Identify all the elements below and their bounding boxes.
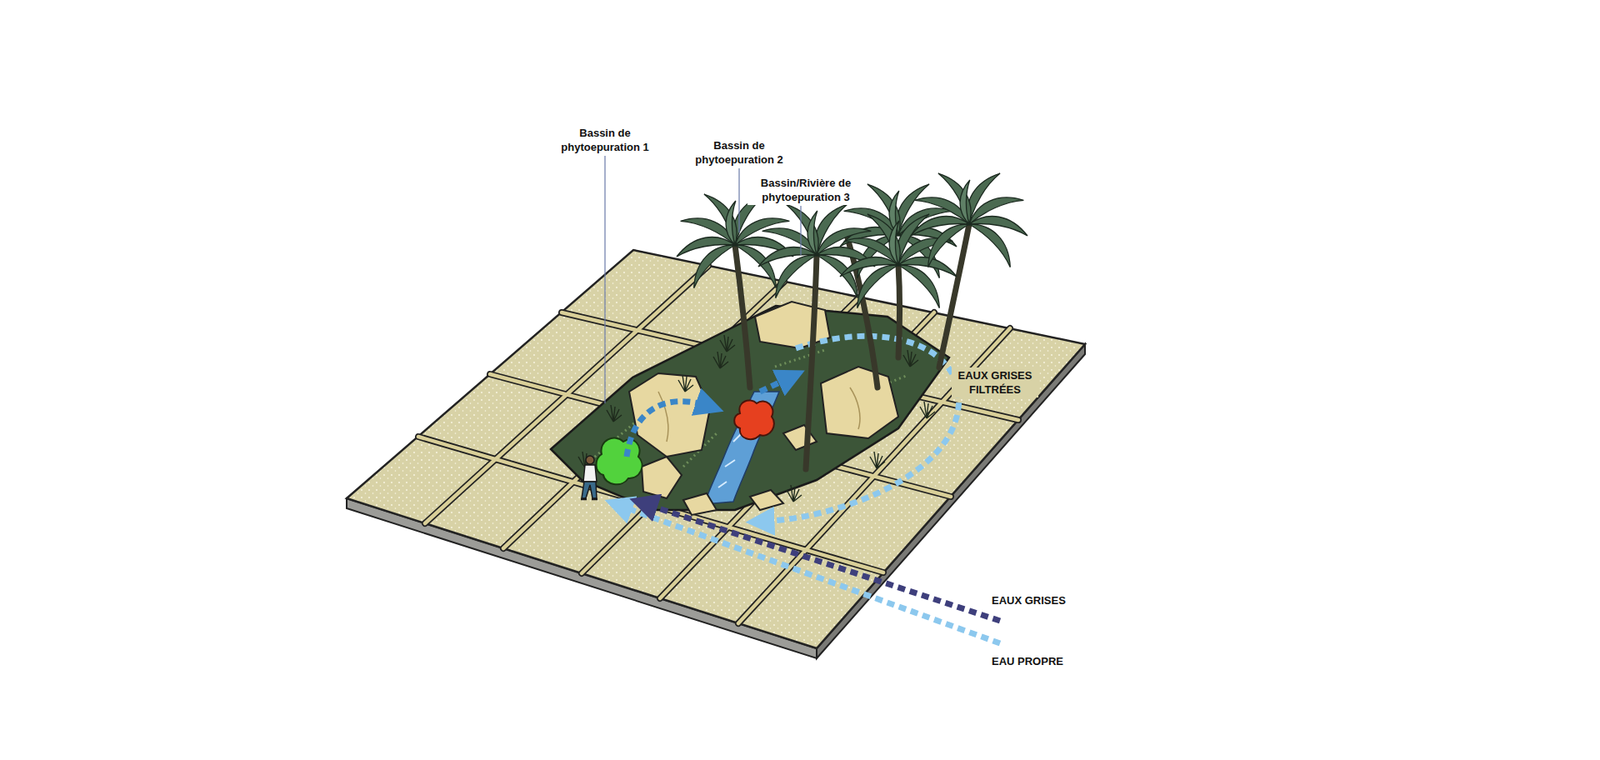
flow-label: EAUX GRISES [989,592,1069,609]
plants [578,335,935,502]
tile-joints [418,265,1019,624]
flow-label: EAUX GRISES FILTRÉES [951,367,1039,398]
stream [704,391,780,505]
flow-label: EAU PROPRE [989,653,1066,670]
plaza-slab [346,250,1085,659]
person [580,455,598,500]
callout-label: Bassin de phytoepuration 2 [685,137,794,168]
callout-label: Bassin/Rivière de phytoepuration 3 [747,175,865,205]
bushes [596,400,775,485]
palm-trees [676,166,1028,470]
callout-label: Bassin de phytoepuration 1 [550,125,660,155]
